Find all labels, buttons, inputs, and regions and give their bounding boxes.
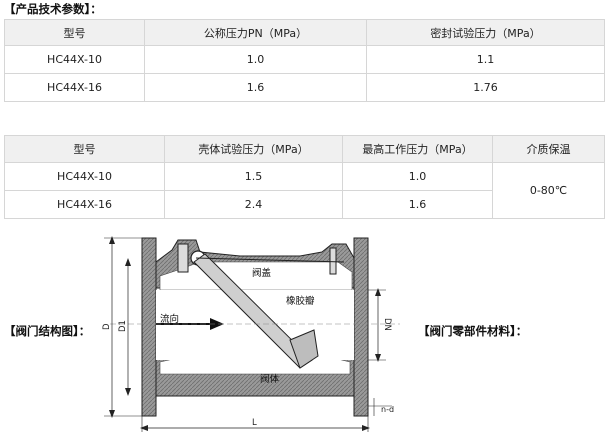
section-title-materials: 【阀门零部件材料】： — [418, 324, 528, 338]
dim-arrow — [140, 425, 148, 431]
label-cover: 阀盖 — [252, 267, 272, 279]
right-flange — [353, 237, 369, 417]
table-row: HC44X-10 1.0 1.1 — [4, 45, 605, 74]
table-header-cell: 壳体试验压力（MPa） — [164, 135, 343, 163]
lower-cavity — [159, 349, 351, 375]
label-nd: n-d — [381, 405, 394, 414]
hinge-bolt — [177, 243, 189, 273]
table-cell: HC44X-10 — [4, 162, 165, 191]
label-rubber-disc: 橡胶瓣 — [286, 295, 315, 307]
table-cell: 1.5 — [164, 162, 343, 191]
table-cell: HC44X-10 — [4, 45, 145, 74]
rubber-disc — [193, 253, 313, 369]
label-dn: DN — [382, 318, 392, 331]
table-row: HC44X-10 1.5 1.0 0-80℃ — [4, 162, 605, 219]
table-header-cell: 介质保温 — [492, 135, 605, 163]
left-flange — [141, 237, 157, 417]
section-title-tech-params: 【产品技术参数】： — [4, 2, 102, 16]
table-cell: 1.1 — [366, 45, 605, 74]
table-header-cell: 最高工作压力（MPa） — [342, 135, 493, 163]
table-header-cell: 型号 — [4, 19, 145, 46]
spec-table-1: 型号 公称压力PN（MPa） 密封试验压力（MPa） HC44X-10 1.0 … — [4, 19, 605, 102]
table-header-cell: 型号 — [4, 135, 165, 163]
table-cell: 1.6 — [144, 73, 367, 102]
label-d: D — [102, 323, 112, 330]
dim-arrow — [109, 410, 115, 418]
table-header-row: 型号 壳体试验压力（MPa） 最高工作压力（MPa） 介质保温 — [4, 135, 605, 163]
table-cell: HC44X-16 — [4, 190, 165, 219]
section-title-structure: 【阀门结构图】： — [4, 324, 91, 338]
label-flow: 流向 — [160, 313, 179, 325]
table-cell: 2.4 — [164, 190, 343, 219]
table-cell: 1.6 — [342, 190, 493, 219]
label-d1: D1 — [118, 320, 128, 332]
valve-cover — [155, 239, 355, 289]
label-l: L — [252, 418, 257, 428]
disc-weight — [289, 329, 319, 369]
hinge-pin — [190, 250, 206, 266]
flow-channel — [156, 290, 354, 360]
dim-arrow — [362, 425, 370, 431]
table-cell: 1.76 — [366, 73, 605, 102]
table-header-cell: 密封试验压力（MPa） — [366, 19, 605, 46]
label-body: 阀体 — [260, 373, 280, 385]
medium-temp-cell: 0-80℃ — [492, 162, 605, 219]
flow-arrow-head — [210, 318, 224, 330]
dim-arrow — [125, 388, 131, 396]
dim-arrow — [375, 354, 381, 362]
spec-table-2: 型号 壳体试验压力（MPa） 最高工作压力（MPa） 介质保温 HC44X-10… — [4, 135, 605, 219]
valve-body-lower — [155, 343, 355, 397]
dim-arrow — [109, 236, 115, 244]
table-cell: 1.0 — [144, 45, 367, 74]
dim-arrow — [125, 258, 131, 266]
table-header-row: 型号 公称压力PN（MPa） 密封试验压力（MPa） — [4, 19, 605, 46]
cover-bolt — [329, 247, 337, 275]
lever-arm — [195, 257, 345, 263]
table-header-cell: 公称压力PN（MPa） — [144, 19, 367, 46]
table-row: HC44X-16 2.4 1.6 — [4, 190, 605, 219]
dim-arrow — [375, 288, 381, 296]
table-cell: 1.0 — [342, 162, 493, 191]
table-cell: HC44X-16 — [4, 73, 145, 102]
table-row: HC44X-16 1.6 1.76 — [4, 73, 605, 102]
upper-cavity — [159, 261, 353, 291]
